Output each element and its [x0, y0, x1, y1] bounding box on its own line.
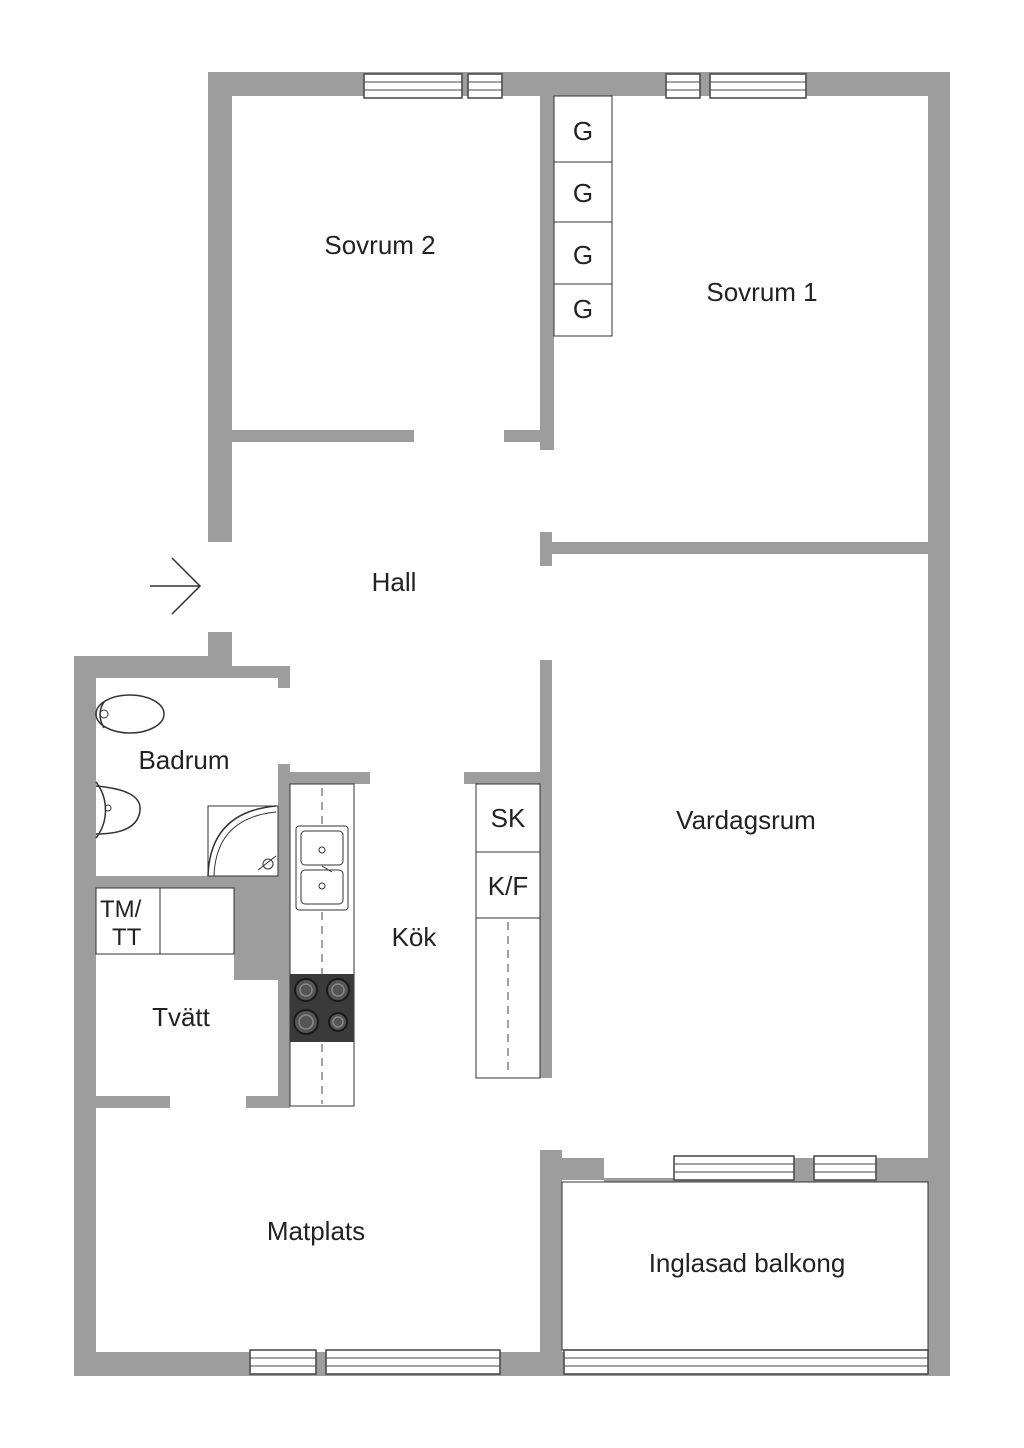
wardrobe-label-2: G	[573, 178, 593, 208]
room-label-vardagsrum: Vardagsrum	[676, 805, 816, 835]
entrance-arrow-icon	[150, 557, 202, 615]
wardrobe-label-1: G	[573, 116, 593, 146]
room-label-sovrum2: Sovrum 2	[324, 230, 435, 260]
wardrobe-column: G G G G	[553, 95, 613, 337]
stove-icon	[290, 974, 354, 1042]
room-label-balkong: Inglasad balkong	[649, 1248, 846, 1278]
wardrobe-label-4: G	[573, 294, 593, 324]
tm-label: TM/	[100, 896, 142, 923]
shower-icon	[207, 805, 279, 877]
room-labels: Sovrum 2 Sovrum 1 Hall Badrum Kök Vardag…	[138, 230, 845, 1278]
kitchen-counter	[289, 783, 355, 1107]
window-sovrum2-large	[363, 73, 463, 99]
wardrobe-label-3: G	[573, 240, 593, 270]
window-sovrum2-small	[467, 73, 503, 99]
sk-label: SK	[491, 803, 526, 833]
washbasin-icon	[95, 781, 141, 839]
room-label-tvatt: Tvätt	[152, 1002, 211, 1032]
window-vardagsrum-small	[813, 1155, 877, 1181]
room-label-kok: Kök	[392, 922, 438, 952]
kf-label: K/F	[488, 871, 528, 901]
window-sovrum1-large	[709, 73, 807, 99]
room-label-matplats: Matplats	[267, 1216, 365, 1246]
window-balkong-bottom	[563, 1349, 929, 1375]
balkong-outline	[561, 1181, 929, 1351]
room-label-sovrum1: Sovrum 1	[706, 277, 817, 307]
window-matplats-small	[249, 1349, 317, 1375]
window-vardagsrum-large	[673, 1155, 795, 1181]
toilet-icon	[95, 694, 165, 734]
laundry-machines: TM/ TT	[95, 887, 235, 955]
tt-label-text: TT	[112, 924, 142, 951]
interior-walls	[96, 96, 928, 1352]
window-sovrum1-small	[665, 73, 701, 99]
room-label-badrum: Badrum	[138, 745, 229, 775]
windows	[249, 73, 929, 1375]
sink-icon	[295, 825, 349, 911]
window-matplats-large	[325, 1349, 501, 1375]
kitchen-storage-block: SK K/F	[475, 783, 541, 1079]
room-label-hall: Hall	[372, 567, 417, 597]
